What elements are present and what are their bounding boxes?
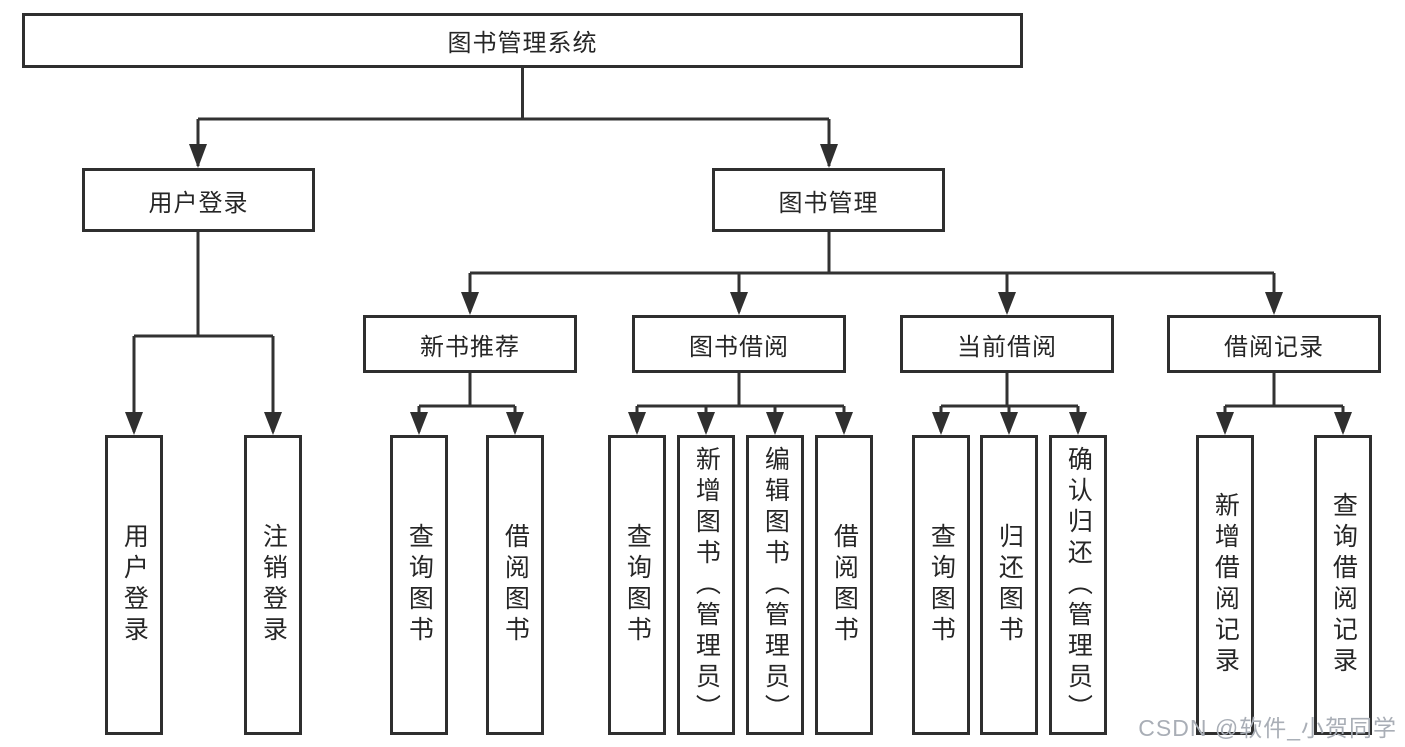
leaf-bb-add-books-admin: 新增图书（管理员） [677, 435, 735, 735]
leaf-label: 借阅图书 [830, 523, 859, 647]
leaf-cb-query-books: 查询图书 [912, 435, 970, 735]
watermark: CSDN @软件_小贺同学 [1138, 715, 1397, 741]
leaf-label: 注销登录 [259, 523, 288, 647]
node-new-book-recommend: 新书推荐 [363, 315, 577, 373]
node-label: 图书管理 [778, 189, 879, 217]
node-current-borrowing: 当前借阅 [900, 315, 1114, 373]
leaf-br-query-record: 查询借阅记录 [1314, 435, 1372, 735]
leaf-bb-edit-books-admin: 编辑图书（管理员） [746, 435, 804, 735]
arrowhead-icon [189, 144, 207, 168]
node-book-borrowing: 图书借阅 [632, 315, 846, 373]
leaf-label: 新增图书（管理员） [692, 445, 721, 725]
leaf-user-login: 用户登录 [105, 435, 163, 735]
leaf-label: 确认归还（管理员） [1064, 445, 1093, 725]
arrowhead-icon [932, 412, 950, 435]
leaf-nb-query-books: 查询图书 [390, 435, 448, 735]
arrowhead-icon [461, 292, 479, 315]
leaf-bb-query-books: 查询图书 [608, 435, 666, 735]
arrowhead-icon [1216, 412, 1234, 435]
arrowhead-icon [1000, 412, 1018, 435]
leaf-label: 用户登录 [120, 523, 149, 647]
leaf-nb-borrow-books: 借阅图书 [486, 435, 544, 735]
node-label: 图书管理系统 [447, 30, 598, 57]
arrowhead-icon [730, 292, 748, 315]
arrowhead-icon [1265, 292, 1283, 315]
leaf-label: 新增借阅记录 [1211, 492, 1240, 678]
node-label: 图书借阅 [689, 333, 789, 361]
leaf-br-add-record: 新增借阅记录 [1196, 435, 1254, 735]
node-label: 借阅记录 [1224, 333, 1324, 361]
node-label: 用户登录 [148, 189, 249, 217]
node-library-management-system: 图书管理系统 [22, 13, 1023, 68]
leaf-logout: 注销登录 [244, 435, 302, 735]
arrowhead-icon [628, 412, 646, 435]
arrowhead-icon [697, 412, 715, 435]
node-user-login: 用户登录 [82, 168, 315, 232]
leaf-cb-return-books: 归还图书 [980, 435, 1038, 735]
arrowhead-icon [820, 144, 838, 168]
leaf-label: 编辑图书（管理员） [761, 445, 790, 725]
node-label: 新书推荐 [420, 333, 520, 361]
leaf-label: 查询图书 [405, 523, 434, 647]
node-label: 当前借阅 [957, 333, 1057, 361]
node-book-management: 图书管理 [712, 168, 945, 232]
arrowhead-icon [264, 412, 282, 435]
arrowhead-icon [1334, 412, 1352, 435]
arrowhead-icon [410, 412, 428, 435]
connector-lines [132, 68, 1345, 432]
leaf-label: 查询借阅记录 [1329, 492, 1358, 678]
leaf-bb-borrow-books: 借阅图书 [815, 435, 873, 735]
arrowhead-icon [998, 292, 1016, 315]
arrowhead-icon [1069, 412, 1087, 435]
arrowhead-icon [766, 412, 784, 435]
arrowhead-icon [125, 412, 143, 435]
arrowhead-icon [835, 412, 853, 435]
leaf-label: 查询图书 [927, 523, 956, 647]
leaf-label: 归还图书 [995, 523, 1024, 647]
leaf-cb-confirm-return-admin: 确认归还（管理员） [1049, 435, 1107, 735]
leaf-label: 借阅图书 [501, 523, 530, 647]
arrowhead-icon [506, 412, 524, 435]
leaf-label: 查询图书 [623, 523, 652, 647]
node-borrowing-records: 借阅记录 [1167, 315, 1381, 373]
